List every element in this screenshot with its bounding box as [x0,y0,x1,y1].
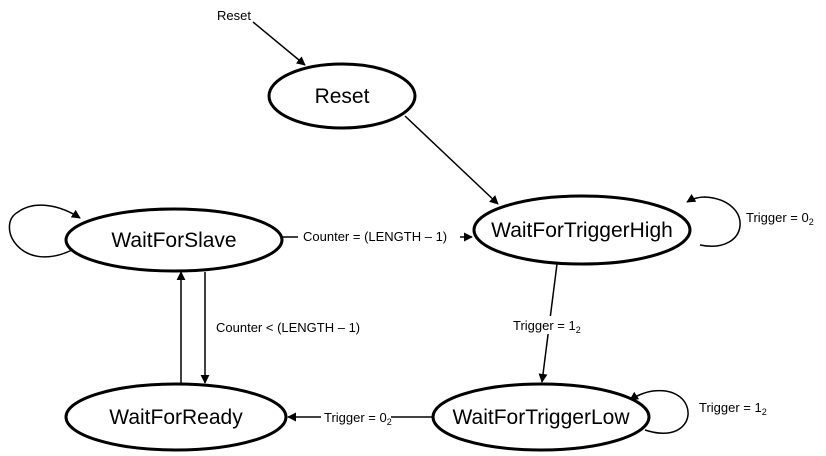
label-trigger-low-to-ready: Trigger = 02 [324,410,392,427]
label-trigger-high-self: Trigger = 02 [746,210,814,227]
state-wait-for-trigger-low: WaitForTriggerLow [431,382,651,452]
state-wait-for-trigger-high-label: WaitForTriggerHigh [491,219,673,242]
state-reset: Reset [267,62,417,130]
state-wait-for-trigger-high: WaitForTriggerHigh [472,194,692,266]
state-wait-for-slave-label: WaitForSlave [111,229,236,252]
label-trigger-high-to-low: Trigger = 12 [513,318,581,335]
label-slave-to-ready: Counter < (LENGTH – 1) [216,320,360,335]
state-wait-for-ready: WaitForReady [64,382,288,452]
label-background [321,408,391,426]
label-background [298,228,460,245]
state-wait-for-ready-label: WaitForReady [109,406,243,429]
label-reset-input: Reset [217,8,251,23]
label-slave-to-trigger-high: Counter = (LENGTH – 1) [303,229,447,244]
edge-reset-input [252,21,306,66]
label-trigger-low-self: Trigger = 12 [699,400,767,417]
edge-trigger-high-self-loop [686,193,741,247]
edge-slave-self-loop [8,204,81,258]
state-wait-for-slave: WaitForSlave [64,207,284,273]
edge-reset-to-trigger-high [404,115,499,205]
state-wait-for-trigger-low-label: WaitForTriggerLow [453,406,631,429]
edge-trigger-low-self-loop [629,389,689,434]
label-background [511,316,579,334]
state-reset-label: Reset [315,85,370,108]
